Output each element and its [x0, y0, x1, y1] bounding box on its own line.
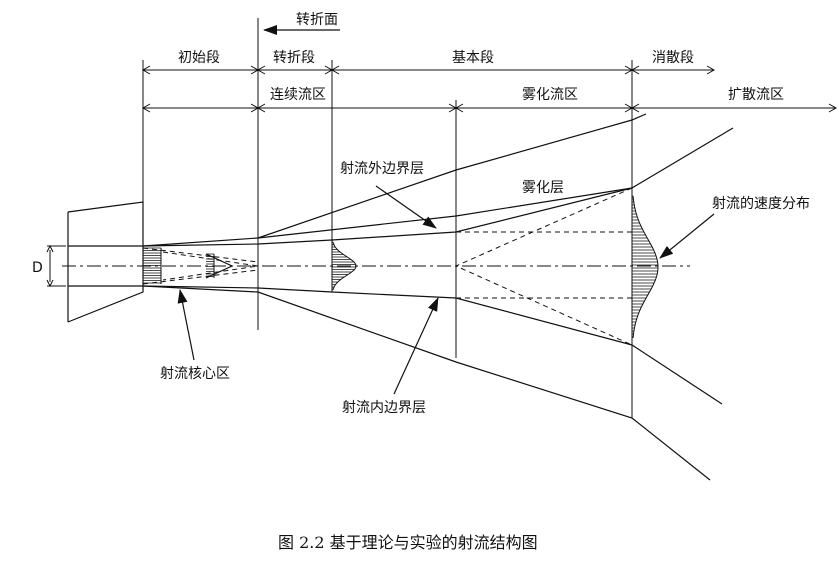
- inner-upper-line: [142, 187, 633, 247]
- dashed-lines: [142, 187, 633, 346]
- velocity-profile-nozzle: [143, 247, 162, 284]
- segment-initial-label: 初始段: [178, 49, 220, 66]
- region-continuous-label: 连续流区: [270, 86, 326, 103]
- atomized-dash-cone: [454, 187, 633, 346]
- outer-jet-boundary: [142, 113, 734, 481]
- diffusion-lower-edge: [631, 344, 723, 405]
- division-lines: [142, 18, 633, 418]
- diameter-arrows: [46, 244, 54, 288]
- atomized-layer-upper: [257, 187, 633, 239]
- segment-basic-label: 基本段: [452, 49, 494, 66]
- diffusion-upper-edge: [631, 127, 734, 189]
- diameter-label: D: [32, 260, 43, 276]
- segment-transition-label: 转折段: [273, 50, 315, 66]
- outer-boundary-lower: [142, 285, 711, 481]
- outer-boundary-upper: [142, 113, 647, 247]
- core-triangle: [205, 253, 234, 279]
- core-region-label: 射流核心区: [160, 366, 230, 382]
- core-region-arrow: [177, 289, 195, 361]
- atomized-layer-label: 雾化层: [522, 180, 564, 196]
- outer-boundary-arrow: [375, 185, 437, 229]
- velocity-profile-transition: [332, 241, 357, 291]
- core-dash-2: [142, 269, 259, 285]
- inner-lower-line: [142, 285, 633, 346]
- figure-caption: 图 2.2 基于理论与实验的射流结构图: [278, 533, 538, 552]
- outer-boundary-label: 射流外边界层: [340, 161, 424, 177]
- velocity-profiles: [143, 195, 659, 339]
- reg-arrow-5: [828, 103, 838, 113]
- velocity-profile-dissipation: [632, 195, 659, 339]
- velocity-distribution-label: 射流的速度分布: [712, 196, 810, 212]
- turning-plane-annotation: 转折面: [263, 12, 340, 35]
- region-diffusion-label: 扩散流区: [728, 87, 784, 103]
- inner-boundary-arrow: [393, 297, 439, 395]
- segment-dissipation-label: 消散段: [652, 50, 694, 66]
- turning-plane-label: 转折面: [296, 12, 338, 28]
- nozzle-outline: [67, 201, 144, 323]
- seg-arrow-5: [706, 65, 716, 75]
- inner-boundary-label: 射流内边界层: [342, 400, 426, 416]
- segment-dimension-row: 初始段 转折段 基本段 消散段: [141, 49, 716, 75]
- region-atomization-label: 雾化流区: [522, 87, 578, 103]
- velocity-distribution-arrow: [659, 213, 715, 259]
- region-dimension-row: 连续流区 雾化流区 扩散流区: [141, 86, 838, 113]
- inner-boundary-layers: [142, 187, 633, 346]
- nozzle: D: [32, 201, 144, 323]
- core-dash-1: [142, 247, 259, 263]
